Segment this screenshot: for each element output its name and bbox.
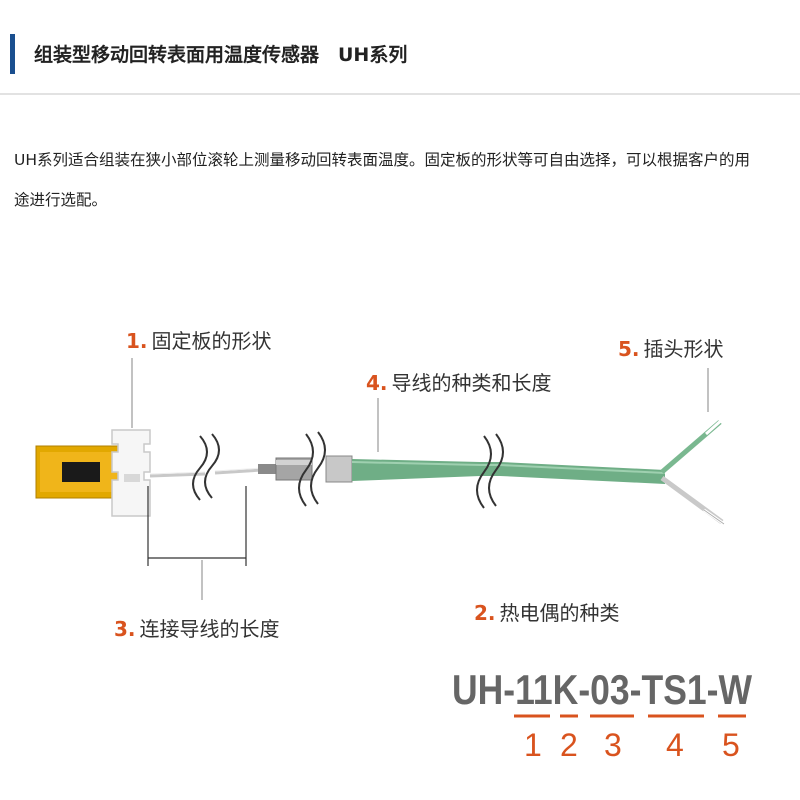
model-code: UH-11K-03-TS1-W	[452, 666, 752, 713]
segment-number-1: 1	[524, 727, 542, 763]
page-title: 组装型移动回转表面用温度传感器 UH系列	[34, 44, 408, 66]
callout-1: 1.固定板的形状	[126, 329, 272, 353]
break-mark-1	[192, 433, 220, 501]
segment-number-3: 3	[604, 727, 622, 763]
metal-sleeve	[258, 455, 353, 483]
header-divider	[0, 93, 800, 95]
description-text: UH系列适合组装在狭小部位滚轮上测量移动回转表面温度。固定板的形状等可自由选择，…	[14, 151, 751, 209]
callout-3: 3.连接导线的长度	[114, 617, 280, 641]
length-dimension	[147, 486, 247, 566]
break-mark-2	[298, 431, 326, 507]
callout-2: 2.热电偶的种类	[474, 601, 620, 625]
wire-ends	[660, 416, 725, 526]
segment-number-2: 2	[560, 727, 578, 763]
green-cable	[351, 459, 666, 484]
segment-number-4: 4	[666, 727, 684, 763]
leader-lines	[131, 358, 709, 600]
callout-5: 5.插头形状	[618, 337, 724, 361]
fixing-plate	[35, 429, 151, 517]
header-accent-bar	[10, 34, 15, 74]
break-mark-3	[476, 433, 504, 509]
section-header: 组装型移动回转表面用温度传感器 UH系列	[0, 22, 800, 95]
callout-4: 4.导线的种类和长度	[366, 371, 552, 395]
segment-number-5: 5	[722, 727, 740, 763]
